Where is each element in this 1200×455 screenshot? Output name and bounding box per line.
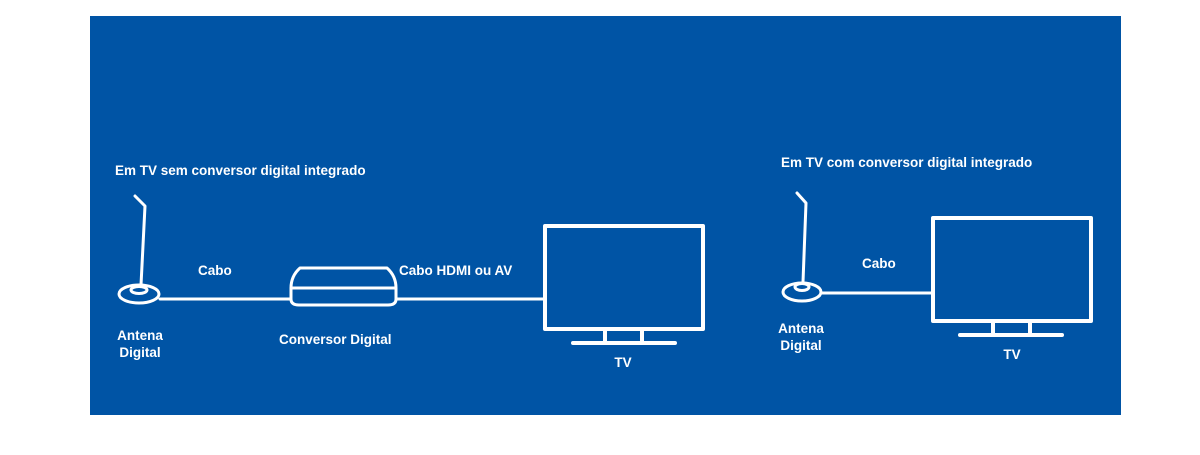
right-antenna-label-line1: Antena (778, 321, 824, 336)
right-tv-icon (931, 216, 1093, 337)
diagram-panel (90, 16, 1121, 415)
right-tv-label: TV (1003, 347, 1021, 362)
right-antenna-label: Antena Digital (778, 320, 824, 354)
left-antenna-label-line2: Digital (119, 345, 161, 360)
left-tv-label: TV (614, 355, 632, 370)
converter-box-icon (289, 266, 398, 307)
left-antenna-label: Antena Digital (117, 327, 163, 361)
left-hdmi-cable-label: Cabo HDMI ou AV (399, 263, 513, 278)
left-tv-icon (543, 224, 705, 345)
right-antenna-icon (781, 191, 823, 303)
left-cable-label: Cabo (198, 263, 232, 278)
left-antenna-label-line1: Antena (117, 328, 163, 343)
left-setup-title: Em TV sem conversor digital integrado (115, 163, 366, 178)
right-cable-label: Cabo (862, 256, 896, 271)
left-antenna-icon (117, 194, 161, 305)
right-setup-title: Em TV com conversor digital integrado (781, 155, 1033, 170)
converter-label: Conversor Digital (279, 332, 392, 347)
right-antenna-label-line2: Digital (780, 338, 822, 353)
